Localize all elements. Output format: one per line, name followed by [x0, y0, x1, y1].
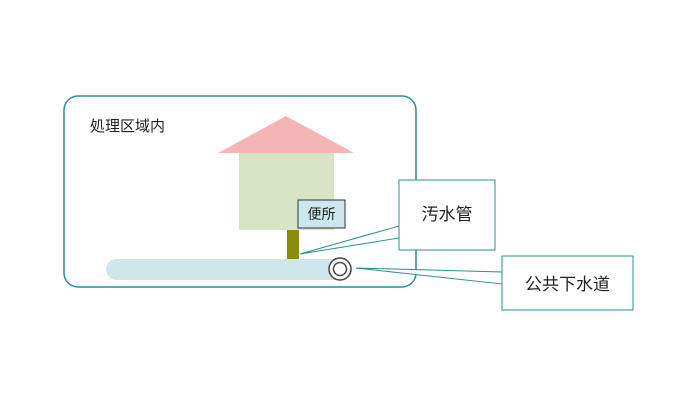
public-sewer-callout-pointer — [355, 267, 503, 285]
public-sewer-pipe — [106, 259, 352, 280]
public-sewer-callout-label: 公共下水道 — [525, 275, 610, 295]
public-sewer-callout-box — [501, 255, 634, 311]
sewage-pipe-callout-label: 汚水管 — [422, 205, 473, 225]
house-drain-pipe — [287, 230, 299, 259]
house-roof — [218, 116, 354, 153]
toilet-box — [297, 199, 346, 229]
toilet-label: 便所 — [308, 207, 336, 223]
sewage-pipe-callout-box — [398, 179, 496, 251]
service-area-label: 処理区域内 — [90, 117, 165, 135]
pipe-end-inner — [332, 261, 348, 277]
sewage-pipe-callout-pointer — [299, 225, 400, 255]
